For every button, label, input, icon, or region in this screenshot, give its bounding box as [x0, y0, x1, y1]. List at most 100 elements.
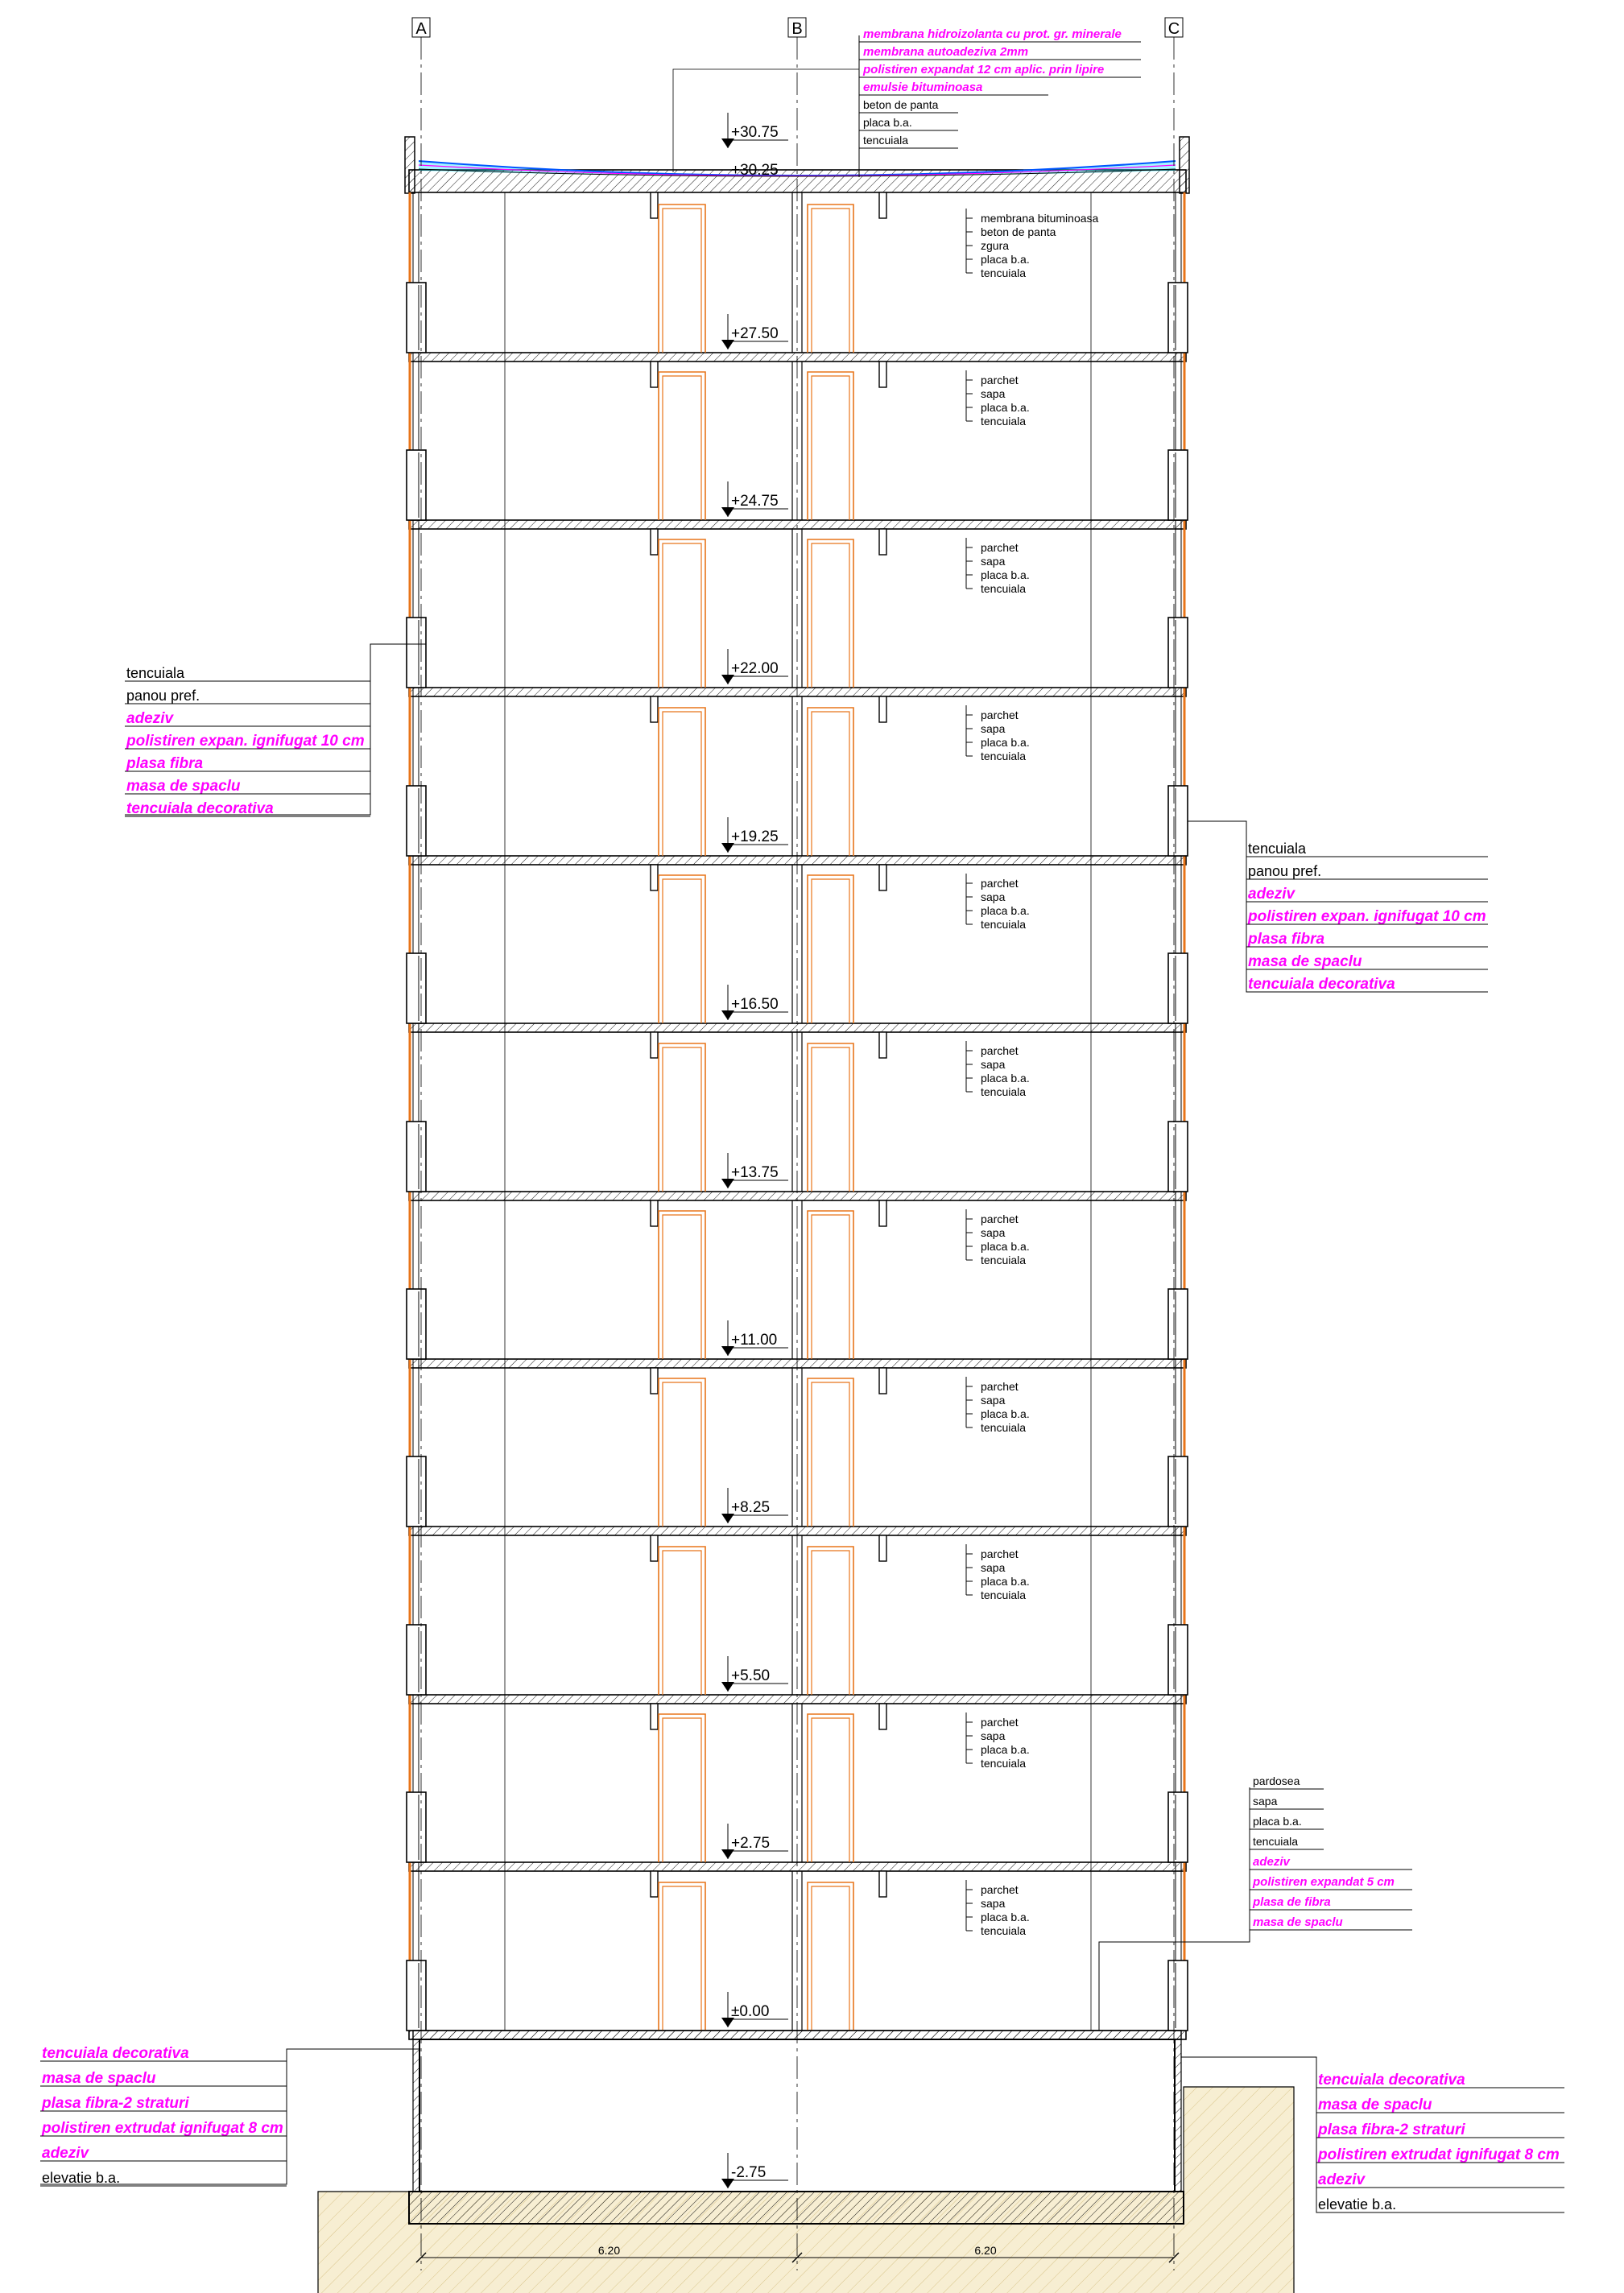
layer-tag-label: tencuiala [981, 1421, 1026, 1434]
roof-layer-label: tencuiala [863, 134, 908, 147]
layer-label: plasa fibra-2 straturi [1317, 2122, 1465, 2138]
door-opening [807, 1378, 854, 1527]
layer-tag-label: sapa [981, 1058, 1006, 1071]
window-panel-right [1167, 785, 1188, 857]
layer-label: tencuiala decorativa [1318, 2072, 1465, 2088]
layer-tag-label: tencuiala [981, 918, 1026, 931]
beam-stub [650, 1367, 659, 1394]
door-opening [807, 539, 854, 688]
layer-tag-label: tencuiala [981, 266, 1026, 279]
layer-label: masa de spaclu [42, 2070, 156, 2087]
layer-label: plasa fibra-2 straturi [41, 2095, 189, 2112]
beam-stub [650, 696, 659, 723]
beam-stub [878, 1200, 887, 1227]
layer-tag-label: sapa [981, 387, 1006, 400]
window-panel-right [1167, 282, 1188, 353]
foundation-raft [408, 2191, 1184, 2225]
dimension-value: 6.20 [598, 2244, 620, 2257]
door-frame [662, 1047, 702, 1192]
ground-floor-leader [1098, 1787, 1250, 2031]
beam-stub [650, 192, 659, 219]
beam-stub [878, 1031, 887, 1059]
layer-tag-label: placa b.a. [981, 568, 1030, 581]
layer-tag-label: parchet [981, 1213, 1019, 1225]
door-frame [662, 1382, 702, 1527]
beam-stub [650, 1535, 659, 1562]
level-marks: +30.75+30.25+27.50+24.75+22.00+19.25+16.… [721, 113, 788, 2188]
layer-label: plasa fibra [126, 755, 203, 772]
floor-slab [408, 1023, 1187, 1033]
layer-label: adeziv [126, 710, 175, 727]
layer-tag-label: sapa [981, 890, 1006, 903]
basement-wall-left [412, 2039, 420, 2192]
roof-slope [418, 168, 1176, 177]
building-structure [404, 136, 1190, 2225]
layer-tag-label: tencuiala [981, 1924, 1026, 1937]
beam-stub [650, 864, 659, 891]
door-frame [811, 543, 850, 688]
roof-layer-label: membrana hidroizolanta cu prot. gr. mine… [863, 27, 1122, 41]
door-opening [658, 707, 706, 856]
level-value: +22.00 [731, 660, 779, 677]
door-frame [662, 711, 702, 856]
floor-slab [408, 855, 1187, 866]
layer-tag-label: parchet [981, 709, 1019, 721]
axis-label: B [791, 20, 802, 38]
dimension-value: 6.20 [974, 2244, 996, 2257]
layer-tag-label: parchet [981, 1883, 1019, 1896]
window-panel-left [406, 1960, 427, 2031]
window-panel-left [406, 282, 427, 353]
level-value: +16.50 [731, 996, 779, 1013]
level-value: +24.75 [731, 493, 779, 510]
dimension-tick [1168, 2252, 1180, 2263]
door-opening [658, 874, 706, 1023]
layer-label: elevatie b.a. [1318, 2196, 1396, 2212]
window-panel-right [1167, 617, 1188, 688]
layer-tag-label: sapa [981, 1561, 1006, 1574]
level-value: +11.00 [731, 1332, 777, 1349]
door-opening [807, 1210, 854, 1359]
floor-slab [408, 1191, 1187, 1201]
layer-tag-label: tencuiala [981, 582, 1026, 595]
layer-tag-label: placa b.a. [981, 1072, 1030, 1085]
layer-tag-label: sapa [981, 1729, 1006, 1742]
dimension-lines: 6.20 6.20 [415, 2244, 1180, 2263]
door-opening [807, 874, 854, 1023]
door-frame [811, 208, 850, 353]
beam-stub [650, 361, 659, 388]
roof-layer-label: polistiren expandat 12 cm aplic. prin li… [862, 63, 1104, 76]
layer-tag-label: sapa [981, 555, 1006, 568]
level-value: +8.25 [731, 1499, 770, 1516]
layer-tag-label: parchet [981, 1380, 1019, 1393]
layer-tag-label: placa b.a. [981, 1911, 1030, 1923]
layer-label: panou pref. [1248, 863, 1321, 879]
wall-left-leader [125, 643, 426, 816]
layer-tag-label: parchet [981, 374, 1019, 386]
window-panel-right [1167, 952, 1188, 1024]
layer-label: tencuiala [126, 665, 185, 681]
floor-slab [408, 1358, 1187, 1369]
door-opening [807, 371, 854, 520]
window-panel-right [1167, 1791, 1188, 1863]
level-value: -2.75 [731, 2164, 766, 2181]
door-frame [811, 1550, 850, 1695]
layer-label: polistiren expan. ignifugat 10 cm [126, 733, 365, 750]
roof-layer-label: emulsie bituminoasa [863, 81, 982, 94]
ground-floor-layer-label: sapa [1253, 1795, 1278, 1808]
layer-label: tencuiala decorativa [126, 800, 274, 817]
layer-label: polistiren extrudat ignifugat 8 cm [41, 2120, 283, 2137]
layer-label: adeziv [1318, 2171, 1366, 2188]
window-panel-left [406, 617, 427, 688]
window-panel-left [406, 1121, 427, 1192]
door-opening [658, 204, 706, 353]
level-value: +19.25 [731, 828, 779, 845]
door-opening [807, 204, 854, 353]
door-frame [811, 1382, 850, 1527]
beam-stub [878, 696, 887, 723]
window-panel-left [406, 785, 427, 857]
window-panel-right [1167, 1456, 1188, 1527]
layer-label: masa de spaclu [1248, 953, 1362, 970]
layer-tag-label: placa b.a. [981, 736, 1030, 749]
layer-label: tencuiala [1248, 841, 1307, 857]
